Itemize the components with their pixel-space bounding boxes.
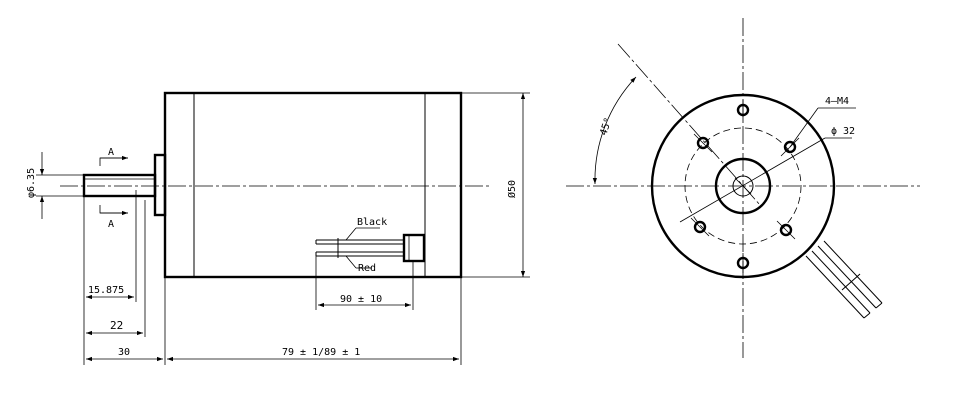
shaft-diameter-label: φ6.35 (26, 168, 37, 198)
shaft (82, 173, 157, 198)
section-mark-top-line (99, 157, 128, 166)
side-view: A A φ6.35 Ø50 Black (26, 91, 530, 365)
wire-connector (402, 233, 426, 263)
body-diameter-label: Ø50 (506, 180, 518, 198)
wire-black-label: Black (357, 217, 387, 228)
end-view: 45° 4–M4 ϕ 32 (566, 18, 920, 358)
body-length-label: 79 ± 1/89 ± 1 (282, 347, 360, 358)
pitch-circle (684, 127, 802, 245)
flat-length-label: 15.875 (88, 285, 124, 296)
end-view-lead-wires (805, 240, 883, 319)
wire-red-label: Red (358, 263, 376, 274)
pcd-label: ϕ 32 (831, 126, 855, 137)
hub-outer (714, 157, 772, 215)
motor-body-outline (163, 91, 463, 279)
section-mark-bottom: A (108, 219, 114, 230)
lead-wires (315, 233, 426, 263)
angle-45-arc (592, 76, 637, 185)
shaft-length-22-label: 22 (110, 319, 123, 332)
lead-length-label: 90 ± 10 (340, 294, 382, 305)
angle-45-line (617, 43, 761, 206)
angle-45-label: 45° (598, 116, 614, 137)
hub-inner (732, 175, 754, 197)
shaft-length-30-label: 30 (118, 347, 130, 358)
end-outer-circle (650, 93, 836, 279)
section-mark-bottom-line (99, 205, 128, 214)
mounting-holes (690, 100, 800, 273)
section-mark-top: A (108, 147, 114, 158)
holes-label: 4–M4 (825, 96, 849, 107)
front-flange (153, 153, 167, 217)
